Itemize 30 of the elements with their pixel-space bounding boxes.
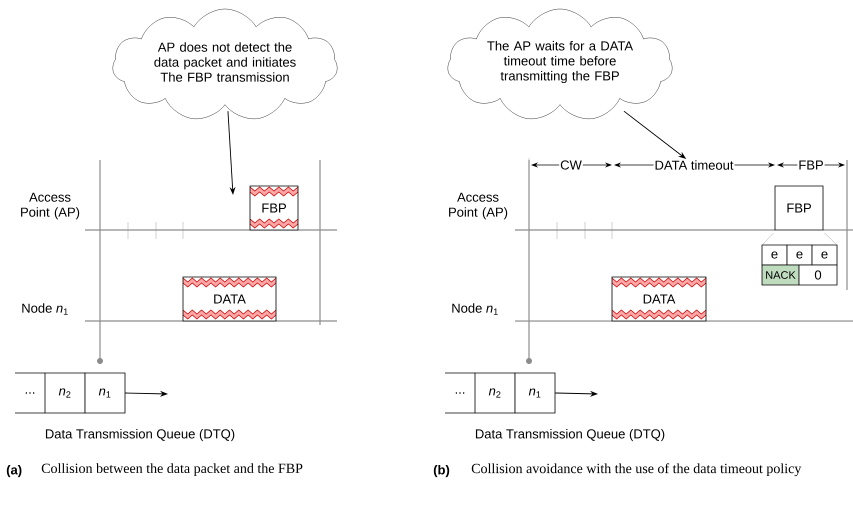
axis-label: Node n$_{1}$ (22, 303, 68, 315)
collision-packet-box: DATA (182, 276, 276, 322)
thought-cloud: AP does not detect the data packet and initiates The FBP transmission (112, 8, 338, 120)
packet-box: FBP (774, 186, 824, 230)
collision-packet-box: FBP (250, 186, 298, 230)
caption-tag: (a) (6, 464, 22, 478)
axis-label: Access Point (AP) (449, 192, 508, 220)
queue-cell: n$_{1}$ (514, 372, 556, 414)
caption: Collision avoidance with the use of the data timeout policy (472, 463, 802, 476)
queue-cell: ... (14, 372, 46, 414)
thought-cloud: The AP waits for a DATA timeout time before transmitting the FBP (448, 8, 672, 120)
queue-cell: n$_{1}$ (84, 372, 126, 414)
caption-tag: (b) (434, 464, 450, 478)
dimension-label: CW (559, 159, 583, 171)
queue-label: Data Transmission Queue (DTQ) (476, 428, 664, 442)
dimension-label: FBP (797, 160, 825, 170)
queue-cell: n$_{2}$ (44, 372, 86, 414)
axis-label: Access Point (AP) (21, 192, 80, 220)
frame-field: e (762, 244, 788, 266)
frame-field: NACK (762, 264, 800, 286)
dimension-label: DATA timeout (654, 159, 734, 171)
caption: Collision between the data packet and the FBP (42, 463, 302, 476)
collision-packet-box: DATA (612, 276, 706, 322)
frame-field: e (812, 244, 838, 266)
queue-label: Data Transmission Queue (DTQ) (46, 428, 234, 442)
frame-field: 0 (798, 264, 838, 286)
frame-field: e (786, 244, 812, 266)
queue-cell: ... (444, 372, 476, 414)
queue-cell: n$_{2}$ (474, 372, 516, 414)
axis-label: Node n$_{1}$ (452, 303, 498, 315)
